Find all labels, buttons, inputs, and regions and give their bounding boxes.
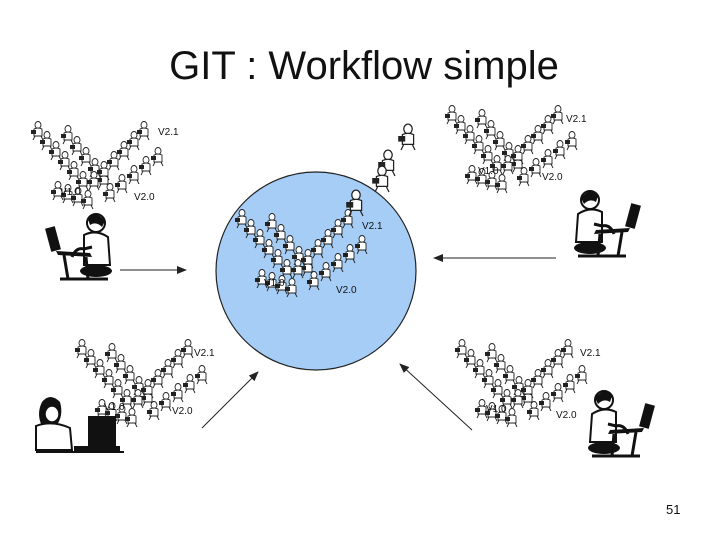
version-node-icon bbox=[520, 135, 534, 155]
version-node-icon bbox=[180, 339, 194, 359]
version-label: V1.0 bbox=[104, 402, 125, 413]
version-label: V2.0 bbox=[172, 406, 193, 417]
version-node-icon bbox=[500, 155, 514, 175]
version-label: V2.1 bbox=[194, 348, 215, 359]
version-node-icon bbox=[170, 383, 184, 403]
version-node-icon bbox=[371, 165, 390, 193]
slide-title: GIT : Workflow simple bbox=[169, 44, 559, 88]
version-label: V1.0 bbox=[264, 278, 285, 289]
version-node-icon bbox=[86, 171, 100, 191]
central-repository bbox=[215, 171, 417, 371]
version-label: V2.1 bbox=[362, 221, 383, 232]
version-node-icon bbox=[494, 174, 508, 194]
version-node-icon bbox=[444, 105, 458, 125]
version-label: V2.0 bbox=[336, 285, 357, 296]
version-node-icon bbox=[526, 401, 540, 421]
version-node-icon bbox=[170, 349, 184, 369]
version-node-icon bbox=[60, 125, 74, 145]
version-node-icon bbox=[116, 141, 130, 161]
developer-icon bbox=[572, 189, 643, 258]
version-node-icon bbox=[528, 158, 542, 178]
version-node-icon bbox=[106, 151, 120, 171]
version-node-icon bbox=[552, 140, 566, 160]
version-node-icon bbox=[126, 165, 140, 185]
version-node-icon bbox=[130, 389, 144, 409]
version-node-icon bbox=[194, 365, 208, 385]
version-node-icon bbox=[104, 343, 118, 363]
version-node-icon bbox=[550, 105, 564, 125]
version-node-icon bbox=[160, 359, 174, 379]
developer-icon bbox=[35, 397, 124, 453]
version-node-icon bbox=[80, 190, 94, 210]
version-node-icon bbox=[397, 123, 416, 151]
version-label: V2.0 bbox=[542, 172, 563, 183]
version-label: V1.0 bbox=[60, 187, 81, 198]
version-node-icon bbox=[562, 374, 576, 394]
version-label: V2.0 bbox=[134, 192, 155, 203]
version-node-icon bbox=[530, 125, 544, 145]
version-label: V2.1 bbox=[158, 127, 179, 138]
version-node-icon bbox=[550, 383, 564, 403]
version-node-icon bbox=[146, 401, 160, 421]
arrow-icon bbox=[399, 363, 473, 431]
arrow-icon bbox=[201, 371, 259, 429]
version-node-icon bbox=[540, 115, 554, 135]
developer-icon bbox=[43, 212, 114, 281]
version-node-icon bbox=[454, 339, 468, 359]
version-node-icon bbox=[158, 392, 172, 412]
version-node-icon bbox=[138, 156, 152, 176]
version-node-icon bbox=[150, 147, 164, 167]
version-node-icon bbox=[484, 343, 498, 363]
version-node-icon bbox=[516, 167, 530, 187]
version-label: V2.1 bbox=[566, 114, 587, 125]
version-label: V2.1 bbox=[580, 348, 601, 359]
version-node-icon bbox=[510, 389, 524, 409]
version-node-icon bbox=[560, 339, 574, 359]
developer-icon bbox=[586, 389, 657, 458]
version-node-icon bbox=[474, 109, 488, 129]
version-node-icon bbox=[540, 149, 554, 169]
page-number: 51 bbox=[666, 502, 681, 517]
version-node-icon bbox=[464, 165, 478, 185]
version-node-icon bbox=[530, 369, 544, 389]
version-node-icon bbox=[540, 359, 554, 379]
version-node-icon bbox=[574, 365, 588, 385]
version-node-icon bbox=[114, 174, 128, 194]
version-node-icon bbox=[538, 392, 552, 412]
version-label: V2.0 bbox=[556, 410, 577, 421]
version-node-icon bbox=[150, 369, 164, 389]
version-node-icon bbox=[102, 183, 116, 203]
version-label: V1.0 bbox=[486, 404, 507, 415]
version-label: V1.0 bbox=[478, 166, 499, 177]
version-node-icon bbox=[126, 131, 140, 151]
version-node-icon bbox=[124, 408, 138, 428]
version-node-icon bbox=[30, 121, 44, 141]
version-node-icon bbox=[182, 374, 196, 394]
version-node-icon bbox=[550, 349, 564, 369]
version-node-icon bbox=[136, 121, 150, 141]
version-node-icon bbox=[74, 339, 88, 359]
version-node-icon bbox=[564, 131, 578, 151]
